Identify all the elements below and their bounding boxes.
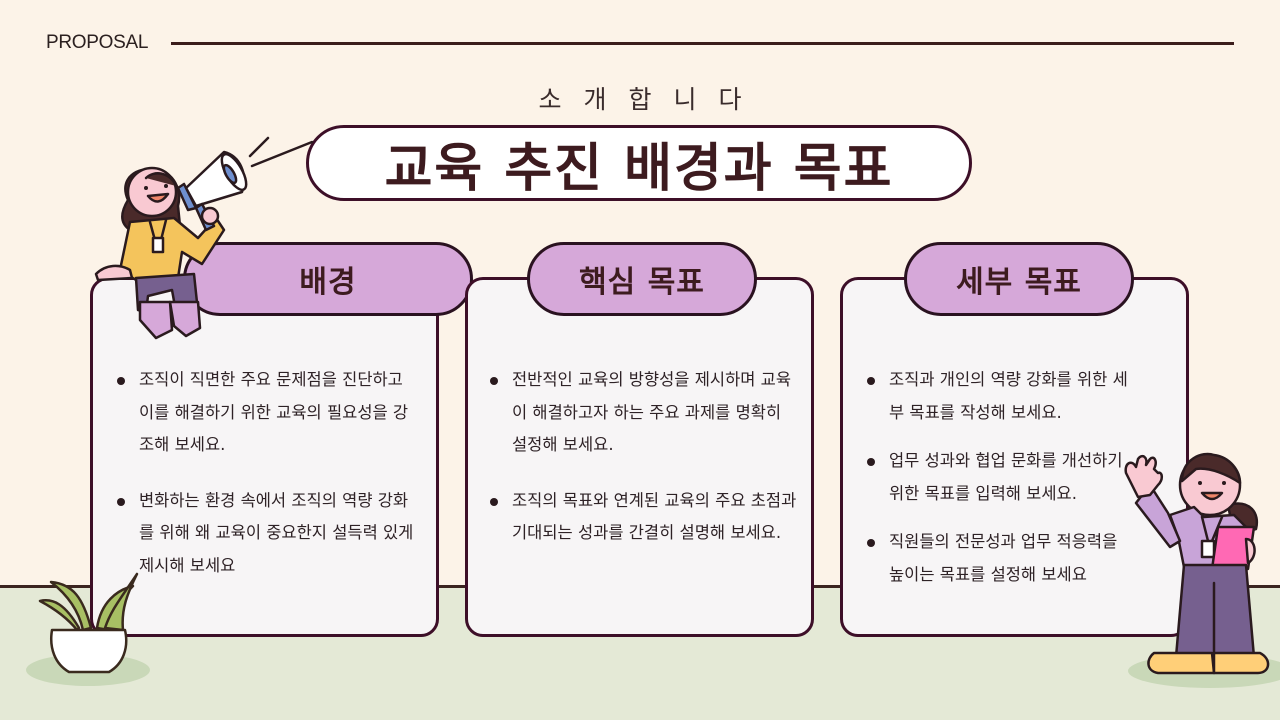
potted-plant-icon: [26, 572, 150, 686]
card-background: 배경 조직이 직면한 주요 문제점을 진단하고 이를 해결하기 위한 교육의 필…: [90, 242, 473, 637]
card-core-goals: 핵심 목표 전반적인 교육의 방향성을 제시하며 교육이 해결하고자 하는 주요…: [465, 242, 814, 637]
list-item: 직원들의 전문성과 업무 적응력을 높이는 목표를 설정해 보세요: [867, 526, 1136, 591]
bullet-list: 조직이 직면한 주요 문제점을 진단하고 이를 해결하기 위한 교육의 필요성을…: [117, 364, 422, 605]
title-pill: 교육 추진 배경과 목표: [306, 125, 972, 201]
list-item: 조직이 직면한 주요 문제점을 진단하고 이를 해결하기 위한 교육의 필요성을…: [117, 364, 422, 462]
card-heading-pill: 배경: [183, 242, 473, 316]
woman-megaphone-icon: [94, 136, 314, 340]
list-item: 전반적인 교육의 방향성을 제시하며 교육이 해결하고자 하는 주요 과제를 명…: [490, 364, 797, 462]
header-rule: [171, 42, 1234, 45]
list-item: 업무 성과와 협업 문화를 개선하기 위한 목표를 입력해 보세요.: [867, 445, 1136, 510]
card-heading-pill: 핵심 목표: [527, 242, 757, 316]
bullet-list: 전반적인 교육의 방향성을 제시하며 교육이 해결하고자 하는 주요 과제를 명…: [490, 364, 797, 573]
card-detailed-goals: 세부 목표 조직과 개인의 역량 강화를 위한 세부 목표를 작성해 보세요. …: [840, 242, 1189, 637]
list-item: 조직의 목표와 연계된 교육의 주요 초점과 기대되는 성과를 간결히 설명해 …: [490, 485, 797, 550]
page-title: 교육 추진 배경과 목표: [384, 138, 894, 199]
card-heading: 배경: [299, 265, 357, 300]
list-item: 변화하는 환경 속에서 조직의 역량 강화를 위해 왜 교육이 중요한지 설득력…: [117, 485, 422, 583]
header-label: PROPOSAL: [46, 32, 149, 53]
card-heading-pill: 세부 목표: [904, 242, 1134, 316]
woman-clipboard-waving-icon: [1124, 452, 1280, 688]
subtitle: 소개합니다: [538, 85, 764, 114]
list-item: 조직과 개인의 역량 강화를 위한 세부 목표를 작성해 보세요.: [867, 364, 1136, 429]
bullet-list: 조직과 개인의 역량 강화를 위한 세부 목표를 작성해 보세요. 업무 성과와…: [867, 364, 1136, 614]
card-heading: 핵심 목표: [579, 265, 705, 300]
card-heading: 세부 목표: [956, 265, 1082, 300]
